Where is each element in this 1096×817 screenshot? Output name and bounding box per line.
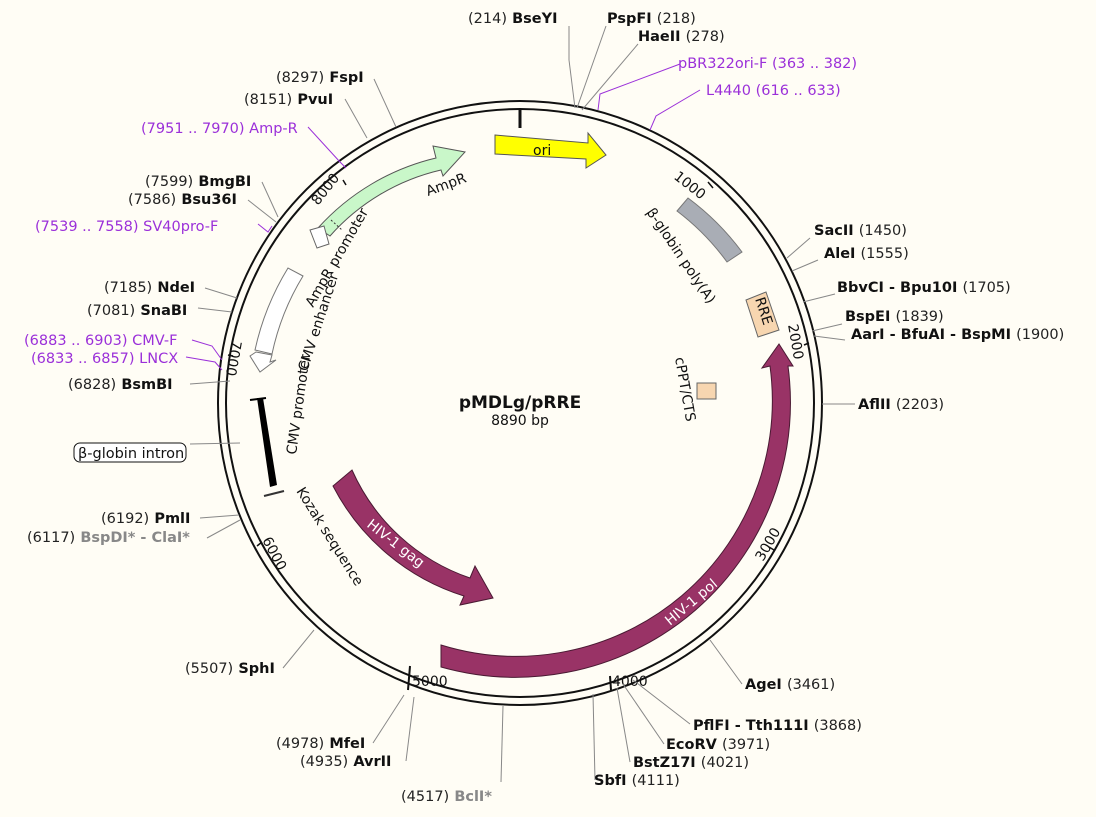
primer-leaders — [185, 63, 701, 371]
tick-label-7000: 7000 — [222, 339, 244, 377]
enzyme-bsmbi[interactable]: (6828) BsmBI — [68, 374, 173, 393]
tick-6000: 6000 — [256, 534, 289, 573]
globin-intron-cap — [249, 397, 267, 401]
polya-feature[interactable] — [676, 197, 743, 263]
enzyme-mfei[interactable]: (4978) MfeI — [276, 733, 365, 752]
enzyme-sbfi[interactable]: SbfI (4111) — [594, 770, 680, 789]
backbone-inner — [225, 108, 815, 698]
ampr-primer-site — [330, 219, 343, 231]
ori-feature[interactable] — [494, 131, 607, 169]
tick-label-8000: 8000 — [309, 171, 344, 209]
cmv-promoter-label: CMV promoter — [284, 353, 314, 455]
cppt-label: cPPT/CTS — [671, 356, 698, 423]
plasmid-name: pMDLg/pRRE — [459, 393, 581, 413]
ampr-feature[interactable] — [317, 145, 466, 237]
primer-l4440[interactable]: L4440 (616 .. 633) — [706, 83, 841, 99]
kozak-marker — [263, 490, 285, 497]
primer-amp-r[interactable]: (7951 .. 7970) Amp-R — [141, 121, 298, 137]
primer-cmv-f[interactable]: (6883 .. 6903) CMV-F — [24, 333, 177, 349]
enzyme-pvui[interactable]: (8151) PvuI — [244, 89, 333, 108]
enzyme-pspfi[interactable]: PspFI (218) — [607, 8, 696, 27]
enzyme-bbvci-bpu10i[interactable]: BbvCI - Bpu10I (1705) — [837, 277, 1011, 296]
enzyme-aari-bfuai-bspmi[interactable]: AarI - BfuAI - BspMI (1900) — [851, 324, 1064, 343]
enzyme-leaders — [189, 25, 855, 783]
primer-pbr322ori-f[interactable]: pBR322ori-F (363 .. 382) — [678, 56, 857, 72]
tick-label-6000: 6000 — [258, 534, 289, 573]
enzyme-sacii[interactable]: SacII (1450) — [814, 220, 907, 239]
hiv-gag-feature[interactable] — [332, 469, 494, 606]
enzyme-ndei[interactable]: (7185) NdeI — [104, 277, 195, 296]
backbone-outer — [217, 100, 823, 706]
globin-intron-box — [73, 442, 187, 463]
enzyme-avrii[interactable]: (4935) AvrII — [300, 751, 391, 770]
tick-8000: 8000 — [309, 171, 347, 209]
enzyme-bstz17i[interactable]: BstZ17I (4021) — [633, 752, 749, 771]
plasmid-size: 8890 bp — [491, 413, 549, 429]
enzyme-bsu36i[interactable]: (7586) Bsu36I — [128, 189, 237, 208]
cmv-promoter-feature[interactable] — [249, 351, 277, 373]
ampr-label: AmpR — [424, 170, 469, 199]
enzyme-bspei[interactable]: BspEI (1839) — [845, 306, 944, 325]
enzyme-agei[interactable]: AgeI (3461) — [745, 674, 835, 693]
enzyme-pflfi-tth111i[interactable]: PflFI - Tth111I (3868) — [693, 715, 862, 734]
hiv-pol-feature[interactable] — [440, 343, 794, 678]
primer-sv40pro-f[interactable]: (7539 .. 7558) SV40pro-F — [35, 219, 218, 235]
enzyme-sphi[interactable]: (5507) SphI — [185, 658, 275, 677]
ori-label: ori — [533, 143, 551, 159]
enzyme-ecorv[interactable]: EcoRV (3971) — [666, 734, 770, 753]
enzyme-bspdi-clai[interactable]: (6117) BspDI* - ClaI* — [27, 527, 190, 546]
tick-label-2000: 2000 — [784, 323, 806, 361]
tick-7000: 7000 — [222, 339, 244, 377]
tick-4000: 4000 — [609, 674, 648, 691]
enzyme-haeii[interactable]: HaeII (278) — [638, 26, 725, 45]
enzyme-bcli[interactable]: (4517) BclI* — [401, 786, 492, 805]
globin-intron-feature[interactable] — [257, 398, 277, 487]
hiv-pol-label: HIV-1 pol — [662, 576, 721, 629]
cmv-enhancer-feature[interactable] — [254, 267, 304, 355]
ampr-promoter-feature[interactable] — [309, 225, 330, 249]
enzyme-pmli[interactable]: (6192) PmlI — [101, 508, 190, 527]
hiv-gag-label: HIV-1 gag — [364, 517, 428, 572]
enzyme-fspi[interactable]: (8297) FspI — [276, 67, 364, 86]
enzyme-bseyi[interactable]: (214) BseYI — [468, 8, 558, 27]
cppt-feature[interactable] — [696, 382, 717, 400]
enzyme-bmgbi[interactable]: (7599) BmgBI — [145, 171, 251, 190]
tick-5000: 5000 — [407, 665, 448, 691]
tick-2000: 2000 — [784, 323, 810, 361]
tick-label-5000: 5000 — [412, 674, 448, 690]
globin-intron-label[interactable]: β-globin intron — [78, 446, 184, 462]
enzyme-aflii[interactable]: AflII (2203) — [858, 394, 944, 413]
primer-lncx[interactable]: (6833 .. 6857) LNCX — [31, 351, 178, 367]
enzyme-alei[interactable]: AleI (1555) — [824, 243, 909, 262]
enzyme-snabi[interactable]: (7081) SnaBI — [87, 300, 187, 319]
tick-1000: 1000 — [671, 169, 714, 203]
rre-feature[interactable] — [745, 291, 780, 338]
tick-label-4000: 4000 — [612, 674, 648, 690]
